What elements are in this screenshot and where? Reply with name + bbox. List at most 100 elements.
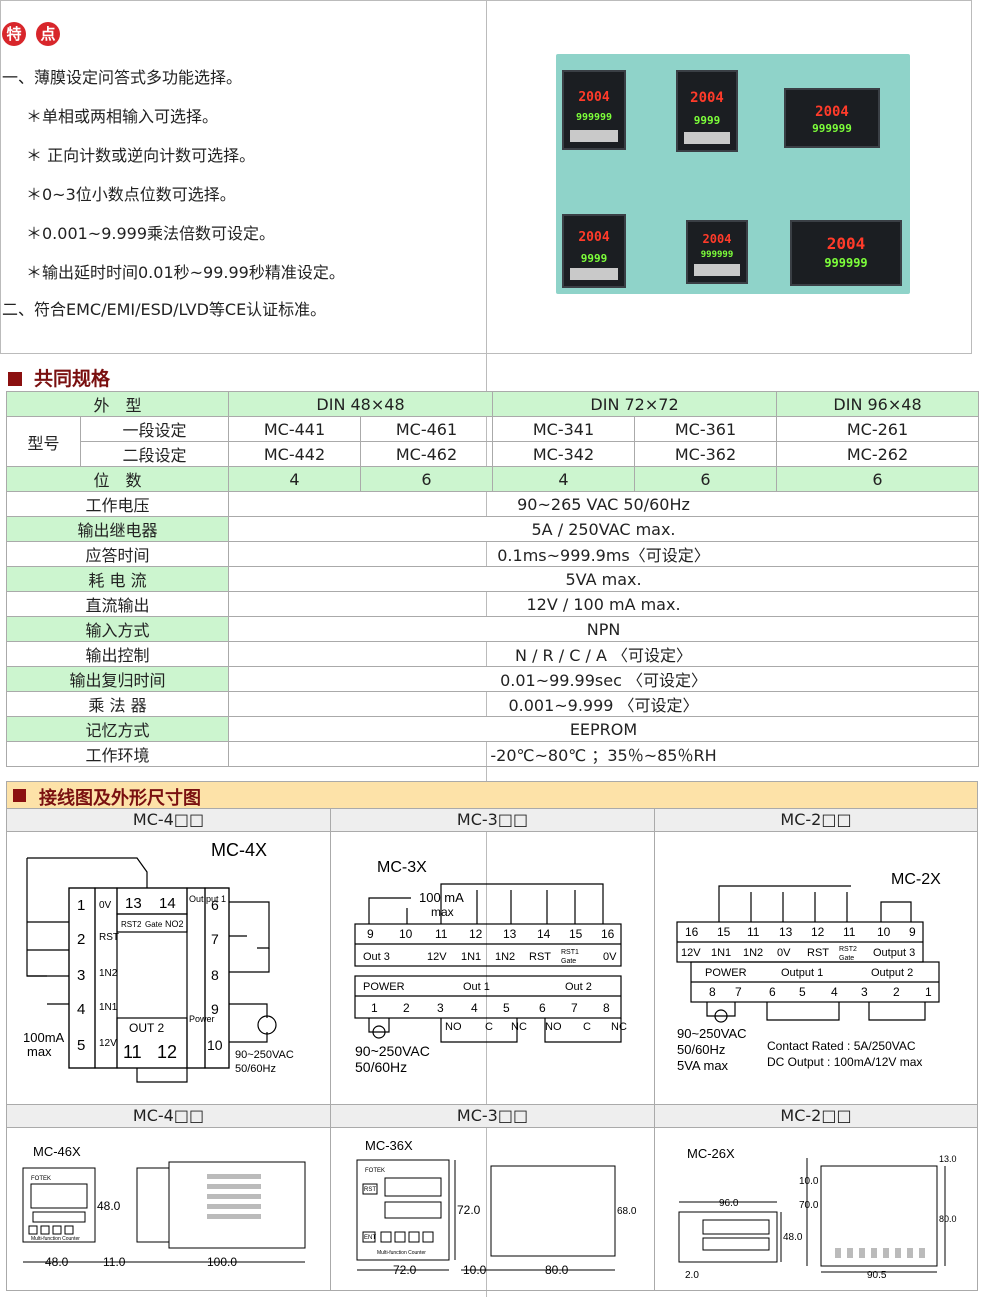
spec-value: 12V / 100 mA max. — [228, 591, 980, 617]
device-display-bottom: 9999 — [693, 114, 721, 127]
terminal-number: 3 — [861, 985, 868, 999]
contact-label: C — [583, 1021, 591, 1033]
col-head-mc3: MC-3□□ — [331, 808, 654, 832]
model-cell: MC-361 — [634, 416, 778, 442]
dim-value: 70.0 — [799, 1200, 819, 1211]
vent-slot — [207, 1194, 261, 1199]
terminal-number: 11 — [843, 925, 856, 939]
dim-value: 96.0 — [719, 1198, 739, 1209]
terminal-number: 4 — [831, 985, 838, 999]
spec-label: 耗 电 流 — [5, 566, 230, 592]
dim-value: 48.0 — [45, 1255, 69, 1269]
display-window — [702, 1219, 770, 1235]
terminal-number: 3 — [77, 967, 85, 984]
mc4-model-name: MC-4X — [211, 840, 267, 860]
terminal-number: 2 — [893, 985, 900, 999]
terminal-number: 11 — [123, 1042, 142, 1062]
terminal-label: RST1 — [561, 949, 579, 956]
brand-label: FOTEK — [31, 1176, 51, 1182]
spec-table: 外 型 DIN 48×48 DIN 72×72 DIN 96×48 型号 一段设… — [5, 391, 980, 767]
dim-value: 80.0 — [545, 1263, 569, 1277]
spec-label: 工作环境 — [5, 741, 230, 767]
power-label: Power — [189, 1014, 215, 1024]
dim-value: 11.0 — [103, 1255, 126, 1269]
body-side — [820, 1165, 938, 1267]
terminal-label: 1N2 — [495, 951, 515, 963]
device-display-top: 2004 — [690, 90, 724, 106]
key-button — [362, 1231, 376, 1243]
bottom-terminal-strip — [116, 1017, 188, 1069]
key-button — [394, 1231, 406, 1243]
device-keypad — [570, 268, 618, 280]
device-keypad — [694, 264, 740, 276]
spec-value: 0.001~9.999 〈可设定〉 — [228, 691, 980, 717]
out-put-1-label: Out put 1 — [189, 894, 226, 904]
device-photo-5: 2004 999999 — [686, 220, 748, 284]
din96-cell: DIN 96×48 — [776, 391, 980, 417]
terminal-pin — [919, 1248, 925, 1258]
key-label: ENT — [364, 1235, 376, 1241]
contact-label: NO — [445, 1021, 462, 1033]
digits-cell: 6 — [360, 466, 494, 492]
wiring-title: 接线图及外形尺寸图 — [39, 788, 201, 809]
table-row: 位 数 4 6 4 6 6 — [5, 466, 980, 492]
spec-value: 5A / 250VAC max. — [228, 516, 980, 542]
mc26-name: MC-26X — [687, 1146, 735, 1161]
terminal-number: 9 — [909, 925, 916, 939]
right-label-strip — [186, 887, 206, 1069]
col-head-mc2: MC-2□□ — [655, 808, 977, 832]
terminal-number: 6 — [769, 985, 776, 999]
din48-cell: DIN 48×48 — [228, 391, 494, 417]
terminal-number: 4 — [77, 1001, 85, 1018]
digits-cell: 4 — [228, 466, 362, 492]
col-head-mc4-dims: MC-4□□ — [7, 1104, 330, 1128]
contact-label: NO — [545, 1021, 562, 1033]
wire — [229, 1003, 268, 1018]
terminal-number: 13 — [779, 925, 793, 939]
terminal-number: 6 — [211, 897, 219, 913]
terminal-number: 10 — [207, 1037, 223, 1053]
terminal-number: 7 — [735, 985, 742, 999]
din72-cell: DIN 72×72 — [492, 391, 778, 417]
terminal-label: RST — [529, 951, 551, 963]
terminal-number: 10 — [877, 925, 891, 939]
key-button — [40, 1225, 50, 1235]
terminal-number: 13 — [503, 927, 517, 941]
device-display-top: 2004 — [815, 104, 849, 120]
model-cell: MC-342 — [492, 441, 636, 467]
feature-line-7: 二、符合EMC/EMI/ESD/LVD等CE认证标准。 — [2, 300, 327, 319]
device-display-top: 2004 — [702, 232, 732, 246]
spec-value: 0.1ms~999.9ms〈可设定〉 — [228, 541, 980, 567]
terminal-number: 16 — [685, 925, 699, 939]
power-label: POWER — [363, 981, 405, 993]
spec-label: 输出继电器 — [5, 516, 230, 542]
dim-value: 68.0 — [617, 1206, 637, 1217]
wire — [868, 1002, 926, 1021]
col-head-mc4: MC-4□□ — [7, 808, 330, 832]
spec-label: 记忆方式 — [5, 716, 230, 742]
device-display-bottom: 999999 — [812, 122, 852, 135]
terminal-number: 9 — [211, 1001, 219, 1017]
device-display-bottom: 999999 — [824, 256, 868, 270]
mc3-model-name: MC-3X — [377, 859, 427, 876]
display-window — [702, 1237, 770, 1251]
device-photo-3: 2004 999999 — [784, 88, 880, 148]
contact-rated: Contact Rated : 5A/250VAC — [767, 1039, 916, 1053]
mc26-dimension-drawing: MC-26X 96.0 48.0 2.0 10.0 70.0 13.0 80.0… — [678, 1146, 957, 1281]
vent-slot — [207, 1174, 261, 1179]
front-panel-outline — [356, 1159, 450, 1261]
mc36-dimension-drawing: MC-36X FOTEK RST ENT Multi-function Coun… — [356, 1138, 637, 1277]
spec-value: EEPROM — [228, 716, 980, 742]
terminal-label: 0V — [603, 951, 617, 963]
terminal-number: 14 — [159, 895, 176, 912]
one-stage-label: 一段设定 — [79, 416, 230, 442]
terminal-label: RST — [807, 947, 829, 959]
wire — [136, 1068, 188, 1083]
model-cell: MC-362 — [634, 441, 778, 467]
terminal-number: 12 — [811, 925, 825, 939]
